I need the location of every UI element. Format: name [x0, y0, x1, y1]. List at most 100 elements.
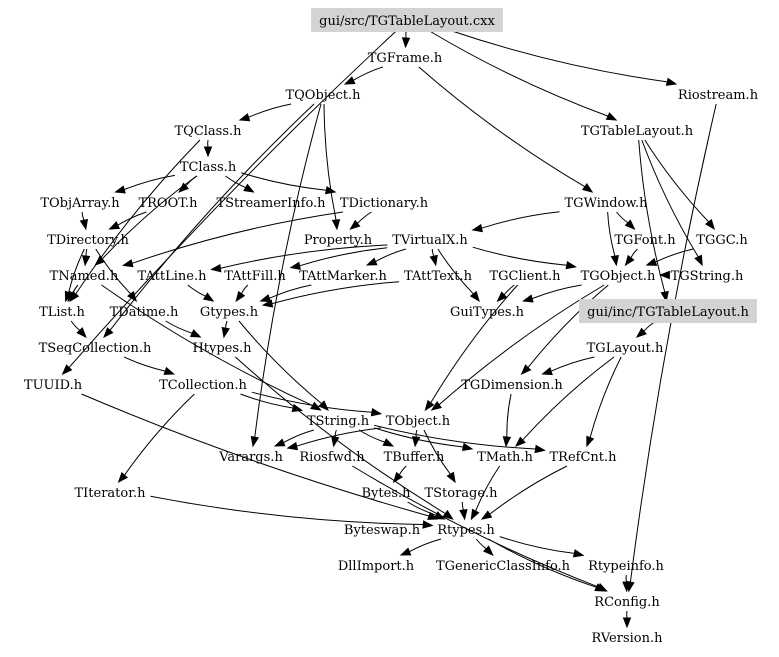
graph-node-tclass[interactable]: TClass.h [180, 160, 237, 175]
node-label: TIterator.h [74, 486, 146, 501]
graph-edge-tclass-to-tstreamerinfo [225, 175, 255, 193]
graph-edge-tbuffer-to-bytes [392, 465, 407, 484]
arrowhead-icon [572, 549, 585, 558]
node-label: TGDimension.h [461, 378, 563, 393]
arrowhead-icon [235, 290, 246, 303]
edge-line [95, 248, 132, 295]
graph-node-tglayout[interactable]: TGLayout.h [587, 341, 664, 356]
node-label: TMath.h [477, 450, 533, 465]
edge-line [644, 139, 710, 223]
arrowhead-icon [594, 583, 606, 592]
graph-node-tgwindow[interactable]: TGWindow.h [565, 196, 649, 211]
graph-node-bytes[interactable]: Bytes.h [362, 486, 412, 501]
graph-node-tattline[interactable]: TAttLine.h [138, 269, 208, 284]
graph-node-property[interactable]: Property.h [304, 233, 373, 248]
graph-node-rtypes[interactable]: Rtypes.h [437, 523, 495, 538]
graph-node-tqobject[interactable]: TQObject.h [285, 88, 361, 103]
edge-line [75, 139, 201, 295]
graph-node-tdictionary[interactable]: TDictionary.h [340, 196, 429, 211]
graph-node-tggc[interactable]: TGGC.h [696, 233, 748, 248]
graph-node-tgstring[interactable]: TGString.h [671, 269, 744, 284]
graph-node-tattmarker[interactable]: TAttMarker.h [299, 269, 387, 284]
edge-line [269, 284, 312, 299]
graph-node-tvirtualx[interactable]: TVirtualX.h [392, 233, 468, 248]
graph-edge-tgobject-to-tgdimension [520, 284, 609, 375]
graph-node-dllimport[interactable]: DllImport.h [338, 559, 415, 574]
arrowhead-icon [442, 509, 454, 520]
graph-node-tuuid[interactable]: TUUID.h [24, 378, 83, 393]
edge-line [589, 356, 622, 438]
graph-node-varargs[interactable]: Varargs.h [218, 450, 283, 465]
graph-node-tgframe[interactable]: TGFrame.h [368, 51, 443, 66]
node-label: TNamed.h [50, 269, 119, 284]
node-label: TObjArray.h [40, 196, 120, 211]
arrowhead-icon [496, 291, 508, 302]
edge-line [323, 103, 337, 221]
arrowhead-icon [694, 254, 703, 267]
edge-line [68, 29, 398, 368]
arrowhead-icon [392, 471, 403, 484]
graph-node-tstorage[interactable]: TStorage.h [424, 486, 498, 501]
graph-node-rtypeinfo[interactable]: Rtypeinfo.h [588, 559, 664, 574]
graph-edge-rtypes-to-dllimport [399, 538, 442, 556]
graph-node-tqclass[interactable]: TQClass.h [174, 124, 242, 139]
graph-edge-tseqcollection-to-tcollection [123, 356, 176, 375]
graph-node-tgenericclassinfo[interactable]: TGenericClassInfo.h [436, 559, 571, 574]
graph-edge-tobject-to-varargs [286, 427, 381, 451]
graph-node-tseqcollection[interactable]: TSeqCollection.h [39, 341, 152, 356]
graph-edge-gtypes-to-htypes [221, 320, 230, 339]
arrowhead-icon [343, 76, 356, 85]
node-label: TUUID.h [24, 378, 83, 393]
arrowhead-icon [514, 436, 526, 447]
graph-node-tgclient[interactable]: TGClient.h [489, 269, 561, 284]
graph-node-tdatime[interactable]: TDatime.h [110, 305, 179, 320]
graph-edge-src-to-tuuid [61, 29, 398, 375]
node-label: TGWindow.h [565, 196, 649, 211]
graph-node-htypes[interactable]: Htypes.h [192, 341, 252, 356]
graph-node-tnamed[interactable]: TNamed.h [50, 269, 119, 284]
node-label: TGGC.h [696, 233, 748, 248]
graph-edge-tgwindow-to-tgobject [607, 211, 619, 267]
node-label: TDirectory.h [47, 233, 129, 248]
graph-node-tcollection[interactable]: TCollection.h [159, 378, 247, 393]
graph-node-tobject[interactable]: TObject.h [386, 414, 451, 429]
graph-node-src[interactable]: gui/src/TGTableLayout.cxx [311, 8, 503, 32]
graph-node-guitypes[interactable]: GuiTypes.h [450, 305, 525, 320]
graph-node-tmath[interactable]: TMath.h [477, 450, 533, 465]
graph-node-tgtablelayout[interactable]: TGTableLayout.h [581, 124, 694, 139]
graph-node-troot[interactable]: TROOT.h [138, 196, 198, 211]
graph-node-rconfig[interactable]: RConfig.h [594, 595, 660, 610]
graph-node-tattfill[interactable]: TAttFill.h [224, 269, 286, 284]
graph-node-titerator[interactable]: TIterator.h [74, 486, 146, 501]
node-label: TDictionary.h [340, 196, 429, 211]
graph-edge-tatttext-to-gtypes [261, 281, 400, 308]
graph-node-gtypes[interactable]: Gtypes.h [200, 305, 259, 320]
graph-node-tstreamerinfo[interactable]: TStreamerInfo.h [216, 196, 326, 211]
graph-edge-tdirectory-to-tdatime [95, 248, 138, 303]
arrowhead-icon [705, 218, 716, 231]
graph-node-byteswap[interactable]: Byteswap.h [344, 523, 421, 538]
arrowhead-icon [471, 223, 483, 233]
arrowhead-icon [76, 327, 87, 339]
arrowhead-icon [581, 183, 594, 193]
graph-node-tlist[interactable]: TList.h [39, 305, 85, 320]
graph-node-riostream[interactable]: Riostream.h [678, 88, 759, 103]
graph-node-tgdimension[interactable]: TGDimension.h [461, 378, 563, 393]
graph-edge-tgwindow-to-tvirtualx [471, 211, 560, 233]
graph-node-tgobject[interactable]: TGObject.h [581, 269, 656, 284]
graph-node-tbuffer[interactable]: TBuffer.h [384, 450, 445, 465]
graph-node-riosfwd[interactable]: Riosfwd.h [299, 450, 365, 465]
graph-edge-tvirtualx-to-tattline [210, 244, 388, 273]
graph-node-tobjarray[interactable]: TObjArray.h [40, 196, 120, 211]
graph-edge-tstring-to-tbuffer [358, 429, 395, 447]
graph-node-trefcnt[interactable]: TRefCnt.h [549, 450, 617, 465]
graph-edge-bytes-to-rtypes [407, 501, 446, 520]
edge-line [616, 211, 629, 224]
graph-node-inc[interactable]: gui/inc/TGTableLayout.h [579, 299, 757, 323]
edge-line [503, 284, 515, 296]
graph-node-tstring[interactable]: TString.h [307, 414, 370, 429]
graph-node-tdirectory[interactable]: TDirectory.h [47, 233, 129, 248]
graph-node-rversion[interactable]: RVersion.h [592, 631, 664, 646]
graph-node-tatttext[interactable]: TAttText.h [404, 269, 473, 284]
graph-node-tgfont[interactable]: TGFont.h [614, 233, 676, 248]
